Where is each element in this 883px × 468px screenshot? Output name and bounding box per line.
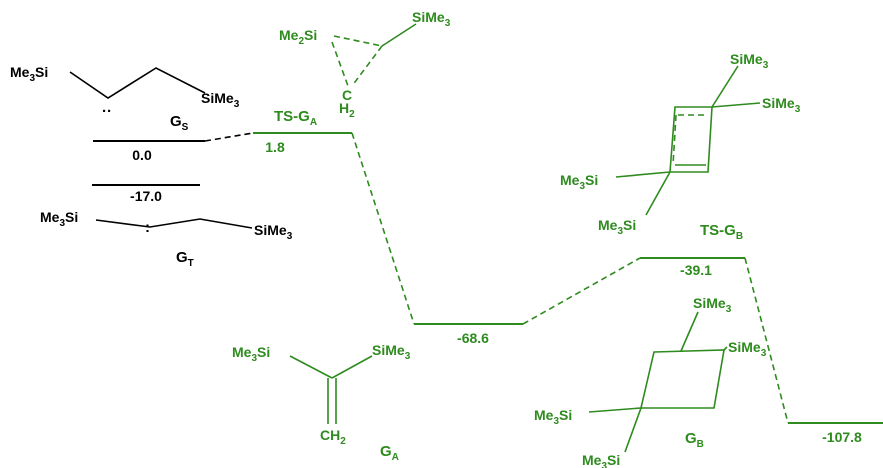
label-ts-gb: TS-GB [700, 222, 743, 242]
ts-gb-me3si-left: Me3Si [560, 172, 598, 192]
energy-value-ts-gb: -39.1 [680, 262, 712, 278]
label-gt: GT [176, 249, 194, 269]
energy-value-gt: -17.0 [130, 188, 162, 204]
ts-ga-me2si: Me2Si [279, 27, 317, 47]
label-ga: GA [380, 443, 399, 463]
energy-value-ga: -68.6 [457, 330, 489, 346]
structure-ts-gb: SiMe3 SiMe3 Me3Si Me3Si [560, 51, 801, 237]
gb-sime3-right: SiMe3 [728, 339, 767, 359]
connector-ts-gb-gb [744, 257, 789, 424]
gt-lone-pair: : [145, 219, 150, 236]
structure-gt: Me3Si : SiMe3 [40, 209, 293, 242]
gb-sime3-top: SiMe3 [693, 295, 732, 315]
ts-ga-h2: H2 [339, 100, 355, 120]
gt-sime3: SiMe3 [254, 222, 293, 242]
ts-gb-me3si-bottom: Me3Si [598, 217, 636, 237]
structure-gs: Me3Si ·· SiMe3 [10, 64, 240, 120]
ga-sime3: SiMe3 [372, 342, 411, 362]
gs-sime3: SiMe3 [201, 90, 240, 110]
label-ts-ga: TS-GA [274, 108, 317, 128]
structure-ts-ga: Me2Si SiMe3 C H2 [279, 9, 451, 120]
energy-value-gb: -107.8 [822, 429, 862, 445]
energy-value-ts-ga: 1.8 [265, 139, 285, 155]
energy-value-gs: 0.0 [132, 147, 152, 163]
gs-lone-pair: ·· [102, 103, 112, 120]
connector-ts-ga-ga [351, 132, 415, 325]
gb-me3si-left: Me3Si [534, 407, 572, 427]
gs-me3si: Me3Si [10, 64, 48, 84]
ts-gb-sime3-right: SiMe3 [762, 95, 801, 115]
structure-ga: Me3Si SiMe3 CH2 [232, 342, 411, 447]
ts-ga-c: C [342, 87, 352, 103]
gt-me3si: Me3Si [40, 209, 78, 229]
connector-ga-ts-gb [522, 257, 641, 325]
structure-gb: SiMe3 SiMe3 Me3Si Me3Si [534, 295, 767, 468]
gb-me3si-bottom: Me3Si [582, 452, 620, 468]
connector-gs-ts-ga [204, 132, 254, 142]
ga-ch2: CH2 [320, 427, 346, 447]
ts-ga-sime3: SiMe3 [412, 9, 451, 29]
label-gs: GS [170, 113, 189, 133]
ts-gb-sime3-top: SiMe3 [730, 51, 769, 71]
ga-me3si: Me3Si [232, 344, 270, 364]
label-gb: GB [685, 430, 704, 450]
